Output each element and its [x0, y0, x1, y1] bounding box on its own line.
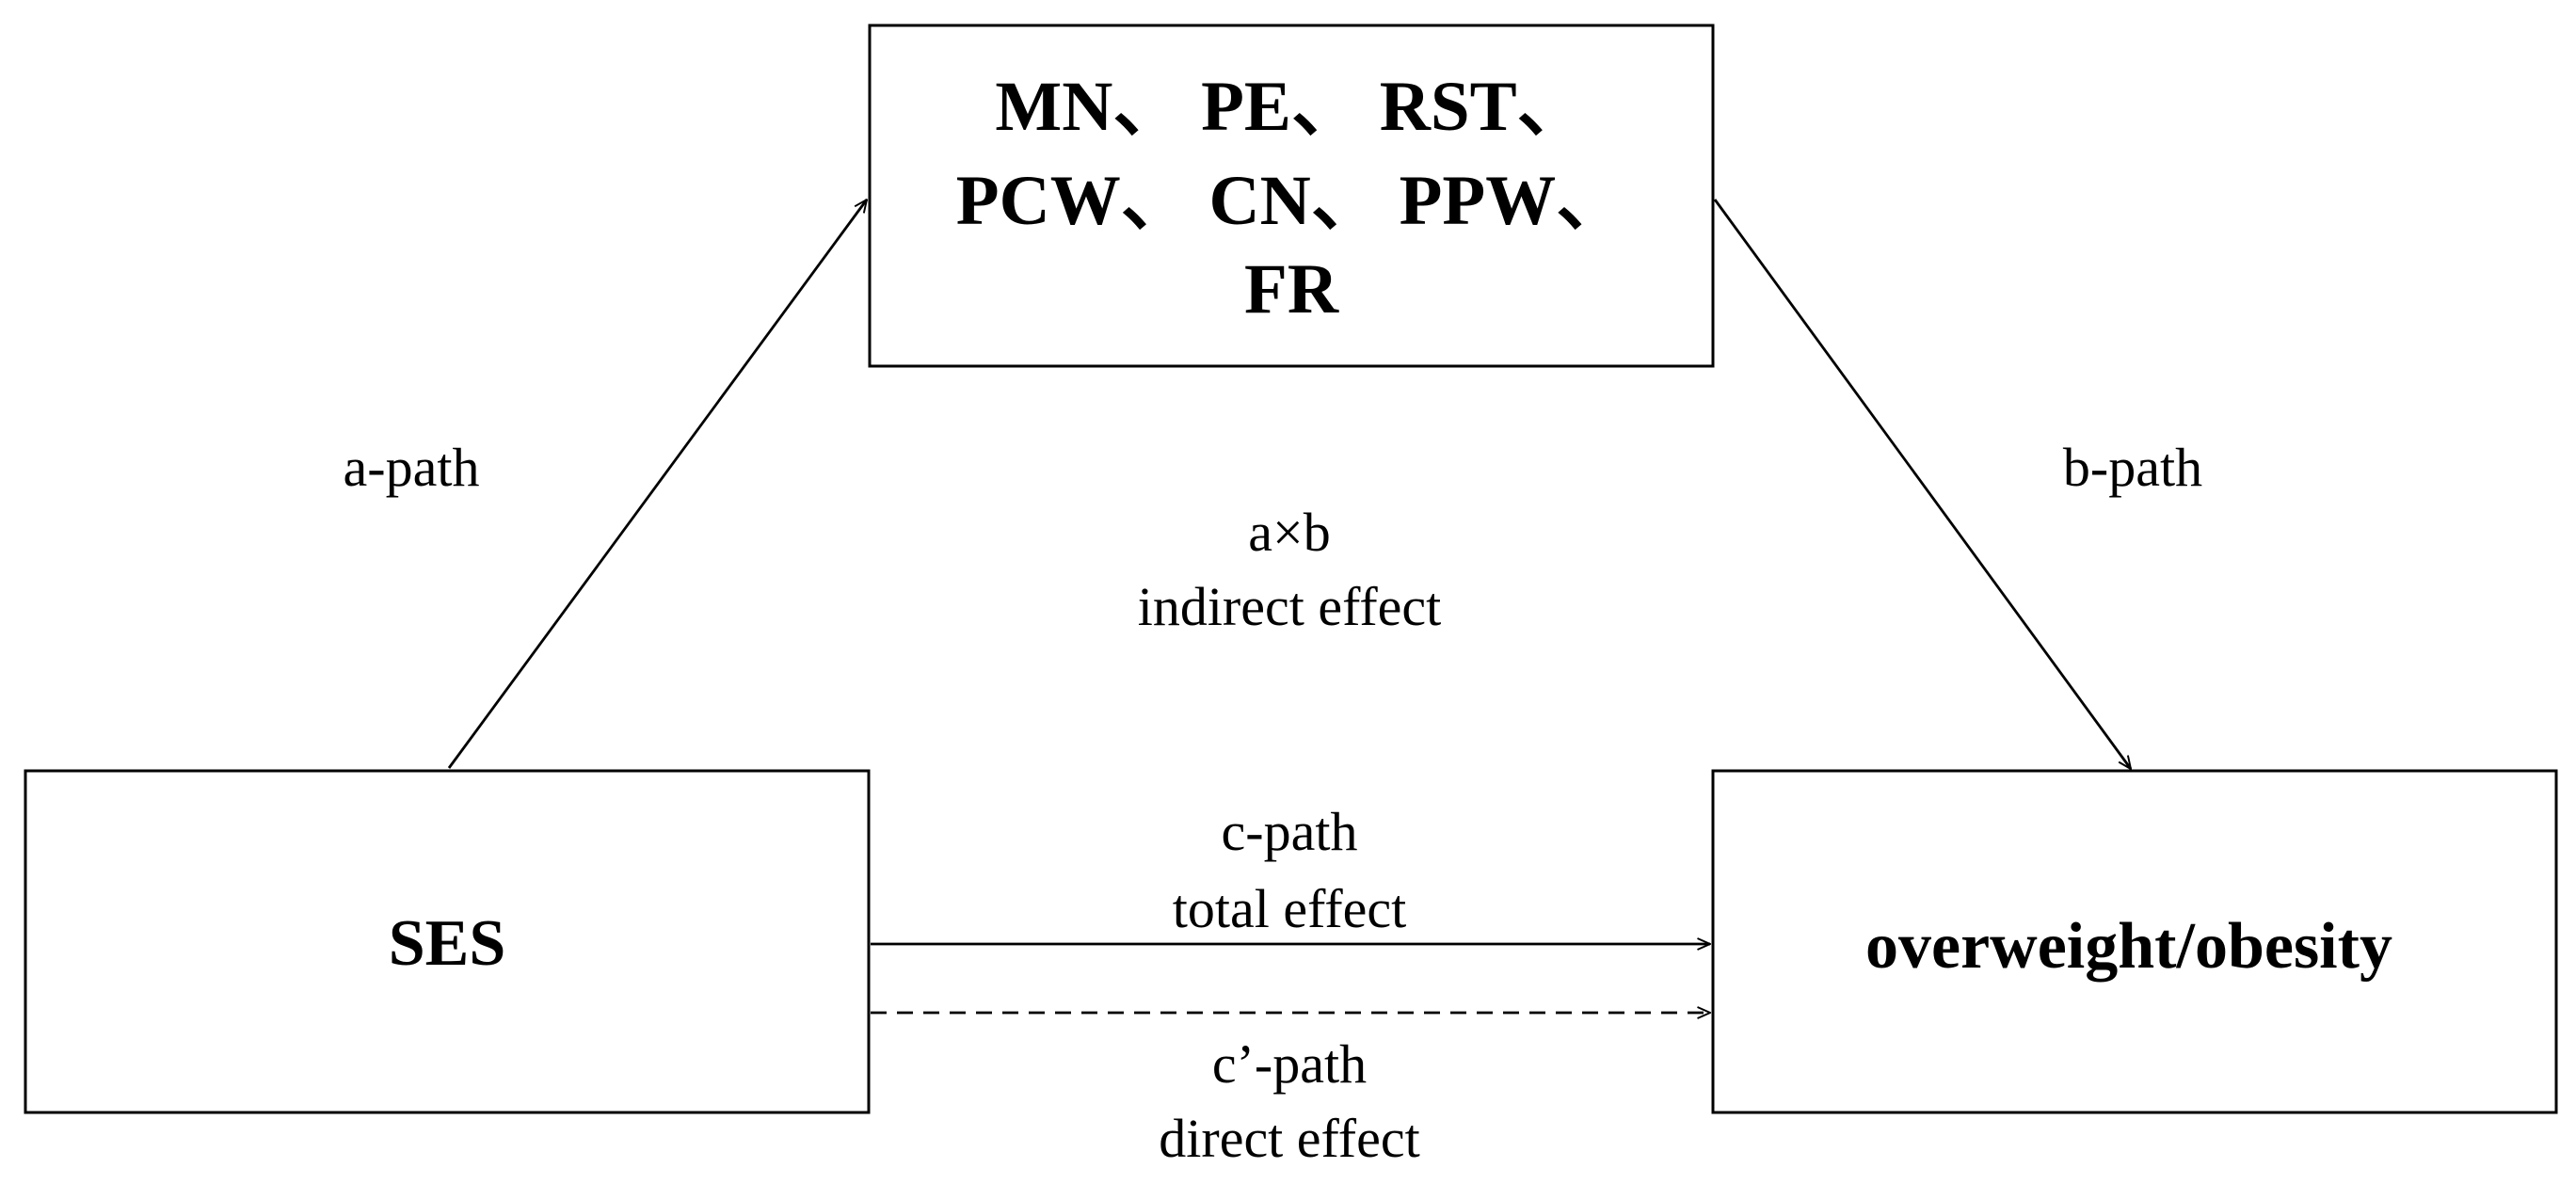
- independent-node: SES: [24, 769, 871, 1114]
- outcome-box: [1711, 769, 2558, 1114]
- outcome-label: overweight/obesity: [1865, 910, 2392, 983]
- a-path-arrow: [447, 200, 867, 769]
- mediator-node: MN、 PE、 RST、 PCW、 CN、 PPW、 FR: [868, 24, 1715, 368]
- mediator-line-3: FR: [1244, 250, 1339, 328]
- a-path-label: a-path: [344, 437, 480, 498]
- indirect-effect-formula: a×b: [1248, 502, 1330, 563]
- b-path-arrow: [1713, 199, 2131, 769]
- ses-label: SES: [389, 907, 506, 980]
- indirect-effect-label: indirect effect: [1138, 576, 1442, 637]
- c-prime-path-label: c’-path: [1212, 1033, 1367, 1095]
- direct-effect-label: direct effect: [1159, 1108, 1419, 1169]
- mediator-line-2: PCW、 CN、 PPW、: [956, 162, 1626, 240]
- ses-box: [24, 769, 871, 1114]
- dependent-node: overweight/obesity: [1711, 769, 2558, 1114]
- total-effect-label: total effect: [1173, 878, 1407, 939]
- c-path-label: c-path: [1222, 801, 1358, 862]
- mediator-line-1: MN、 PE、 RST、: [995, 68, 1587, 146]
- mediator-box: [868, 24, 1715, 368]
- b-path-label: b-path: [2063, 437, 2202, 498]
